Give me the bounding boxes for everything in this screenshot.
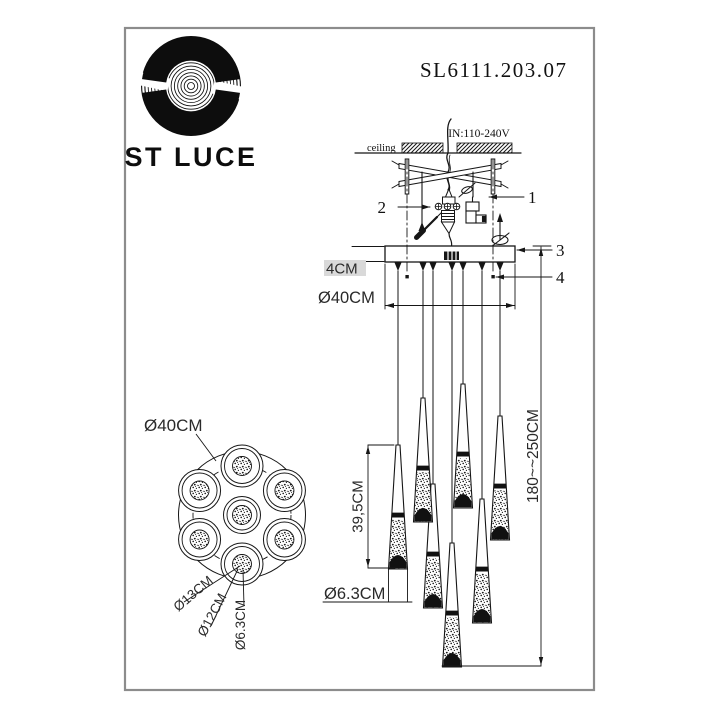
canopy-wire-entry: [444, 250, 459, 261]
callout-3-label: 3: [556, 241, 565, 260]
cone-led-dome: [389, 555, 407, 569]
cone-led-dome: [454, 494, 472, 508]
terminal-block: [434, 187, 461, 247]
cone-led-dome: [424, 594, 442, 608]
mounting-bracket: [391, 158, 509, 195]
top-view-lamp: [262, 469, 306, 512]
side-view: IN:110-240V ceiling: [318, 118, 565, 668]
screw-dot-left: [405, 275, 409, 279]
dim-pendant-length: 39,5CM: [350, 444, 396, 569]
lamp-tip-label: Ø6.3CM: [233, 600, 248, 650]
ceiling-hatch-left: [401, 142, 444, 154]
canopy-centerlines: [406, 159, 494, 275]
canopy-grippers: [394, 262, 504, 271]
top-view: Ø40CM Ø13CM Ø12CM Ø6.3CM: [144, 416, 306, 650]
dim-canopy-height: 4CM: [324, 246, 385, 278]
cone-band: [475, 566, 489, 572]
cone-crystal-fill: [491, 490, 509, 540]
cone-band: [391, 512, 405, 518]
top-view-lamp: [178, 469, 222, 512]
pendant-cables: [397, 270, 501, 545]
screw-dot-right: [491, 275, 495, 279]
canopy-diameter-label: Ø40CM: [318, 289, 375, 307]
dim-pendant-diameter: Ø6.3CM: [322, 568, 413, 603]
pendant-cone: [489, 415, 511, 541]
cone-band: [493, 483, 507, 489]
cone-crystal-fill: [414, 472, 432, 522]
callout-1-label: 1: [528, 188, 537, 207]
cone-band: [426, 551, 440, 557]
logo-s-bottom-icon: [142, 89, 240, 136]
cone-led-dome: [414, 508, 432, 522]
pendant-length-label: 39,5CM: [350, 480, 367, 533]
callout-4-label: 4: [556, 268, 565, 287]
drawing-frame: [123, 26, 596, 692]
callout-terminal: 2: [378, 198, 431, 217]
top-view-lamp: [223, 496, 261, 534]
cone-crystal-fill: [454, 458, 472, 508]
pendant-cone: [471, 498, 493, 624]
plate-diameter-label: Ø40CM: [144, 416, 203, 435]
model-number: SL6111.203.07: [420, 58, 567, 82]
pendant-cone: [441, 542, 463, 668]
top-view-lamp: [220, 444, 264, 488]
top-view-lamp: [178, 518, 222, 561]
callout-2-label: 2: [378, 198, 387, 217]
cone-led-dome: [473, 609, 491, 623]
ceiling-label: ceiling: [367, 143, 396, 154]
cone-led-dome: [443, 653, 461, 667]
pendant-cone: [452, 383, 474, 509]
logo-s-top-icon: [142, 36, 240, 83]
dim-canopy-diameter: Ø40CM: [318, 263, 516, 310]
pendant-diameter-label: Ø6.3CM: [324, 585, 385, 603]
pendants: [387, 383, 511, 668]
cone-crystal-fill: [424, 558, 442, 608]
st-luce-logo: [137, 36, 245, 136]
pendant-cone: [387, 444, 409, 570]
top-view-lamp: [220, 542, 264, 586]
hanging-range-label: 180~~250CM: [525, 409, 542, 503]
dim-plate-diameter: Ø40CM: [144, 416, 217, 462]
pendant-cone: [412, 397, 434, 523]
top-view-lamp: [262, 518, 306, 561]
dim-hanging-range: 180~~250CM: [441, 245, 552, 667]
screw-rotate-icon: [458, 182, 476, 198]
cone-band: [416, 465, 430, 471]
ceiling-hatch-right: [456, 142, 513, 154]
cone-band: [445, 610, 459, 616]
canopy-height-label: 4CM: [326, 261, 358, 278]
driver-plug: [465, 171, 487, 224]
cone-crystal-fill: [473, 573, 491, 623]
callout-canopy: 3: [516, 241, 565, 260]
screw-arrow-rotate-icon: [490, 213, 510, 248]
cone-led-dome: [491, 526, 509, 540]
cone-band: [456, 451, 470, 457]
top-view-lamps: [178, 444, 306, 586]
brand-wordmark: ST LUCE: [124, 142, 257, 172]
voltage-label: IN:110-240V: [448, 128, 510, 140]
cone-crystal-fill: [443, 617, 461, 667]
screwdriver-icon: [414, 212, 442, 240]
pendant-cone: [422, 483, 444, 609]
cone-crystal-fill: [389, 519, 407, 569]
top-view-leaders: [183, 565, 245, 627]
